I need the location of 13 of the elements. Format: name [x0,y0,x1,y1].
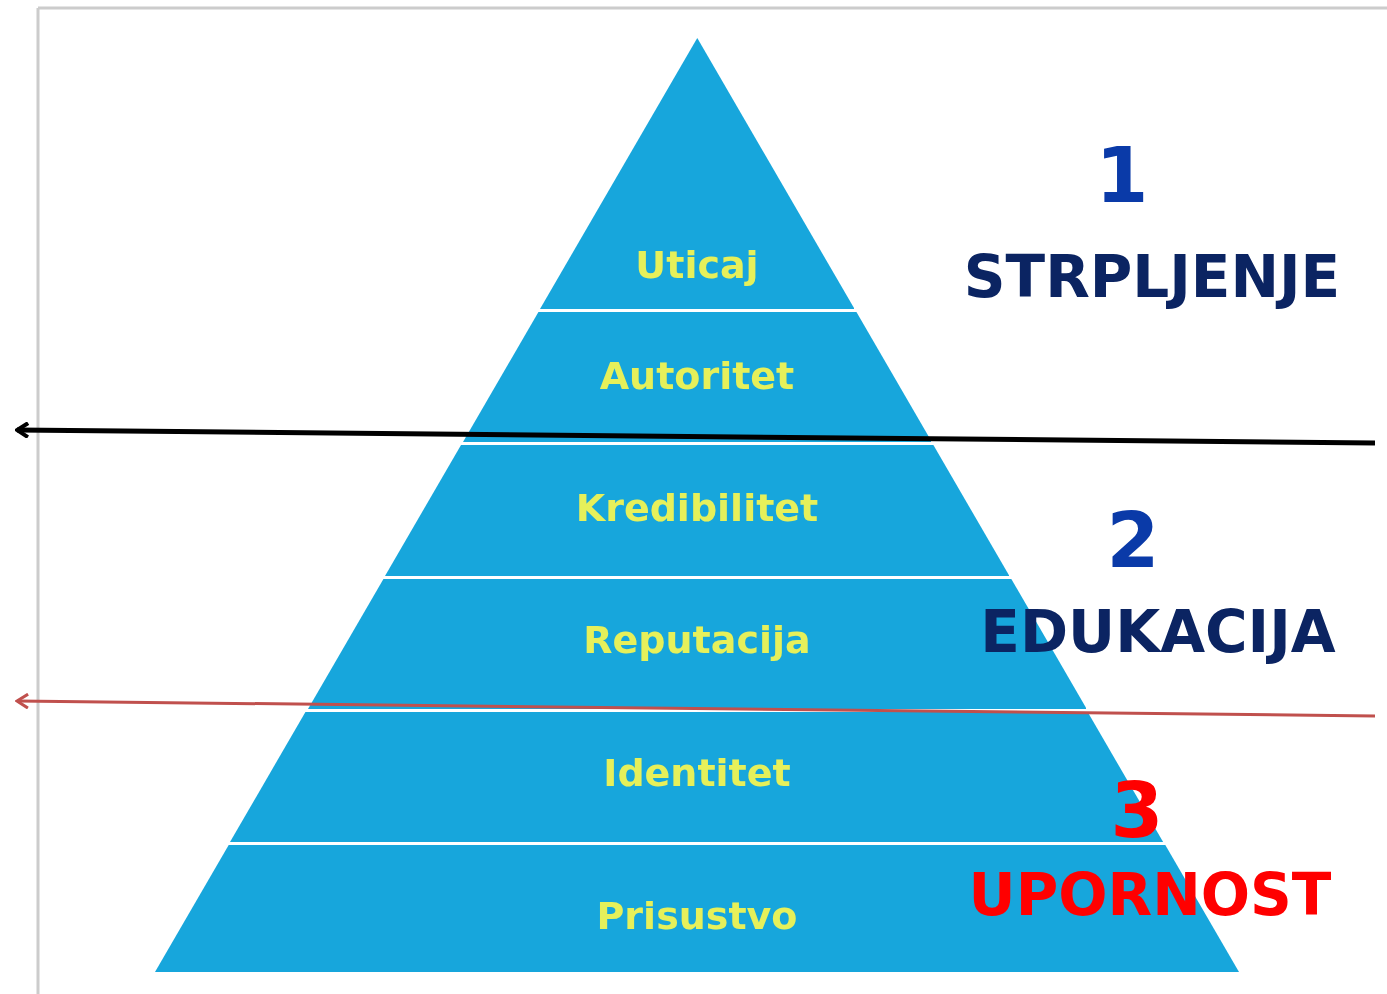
pyramid-layer [230,712,1164,842]
layer-label: Prisustvo [596,894,798,938]
layer-label: Autoritet [599,354,795,398]
layer-label: Kredibilitet [575,486,819,530]
layer-label: Reputacija [583,618,811,662]
pyramid-layer [384,445,1010,576]
step-number: 2 [1106,495,1160,585]
layer-label: Uticaj [635,243,759,287]
pyramid-top-layer [539,38,855,309]
layer-label: Identitet [603,751,791,795]
pyramid-layer [462,312,932,442]
step-title: STRPLJENJE [963,243,1341,311]
step-number: 1 [1095,130,1149,220]
